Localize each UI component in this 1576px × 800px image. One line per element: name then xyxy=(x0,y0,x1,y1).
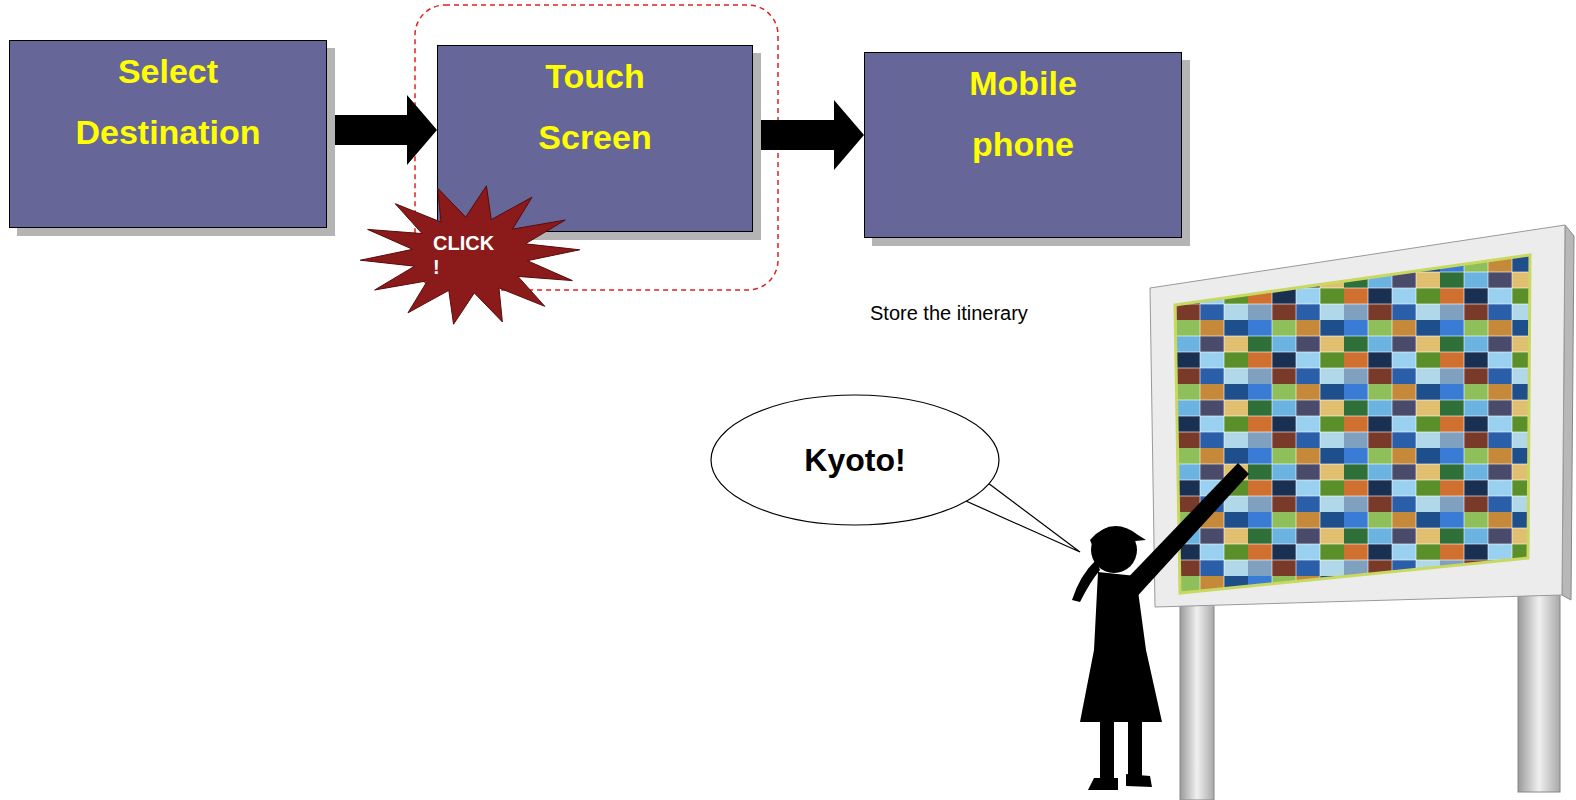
starburst-outline xyxy=(360,186,579,324)
billboard-leg xyxy=(1180,590,1214,800)
click-label: CLICK ! xyxy=(433,231,501,279)
click-starburst: CLICK ! xyxy=(365,185,585,325)
billboard-frame xyxy=(1150,225,1565,607)
note-label: Store the itinerary xyxy=(870,302,1028,325)
block-arrow xyxy=(753,100,864,170)
highlight-frame xyxy=(415,5,778,290)
girl-silhouette xyxy=(1072,463,1249,790)
photo-collage-screen xyxy=(1175,255,1530,593)
billboard-leg xyxy=(1518,570,1560,792)
process-box: Select Destination xyxy=(9,40,327,228)
starburst-shape xyxy=(365,185,585,325)
speech-bubble: Kyoto! xyxy=(710,393,1000,527)
box-title: Select Destination xyxy=(66,41,271,163)
box-title: Mobile phone xyxy=(921,53,1126,175)
bubble-outline xyxy=(711,395,999,525)
process-box: Mobile phone xyxy=(864,52,1182,238)
block-arrow xyxy=(327,95,437,165)
box-title: Touch Screen xyxy=(493,46,698,168)
speech-text: Kyoto! xyxy=(804,442,905,479)
